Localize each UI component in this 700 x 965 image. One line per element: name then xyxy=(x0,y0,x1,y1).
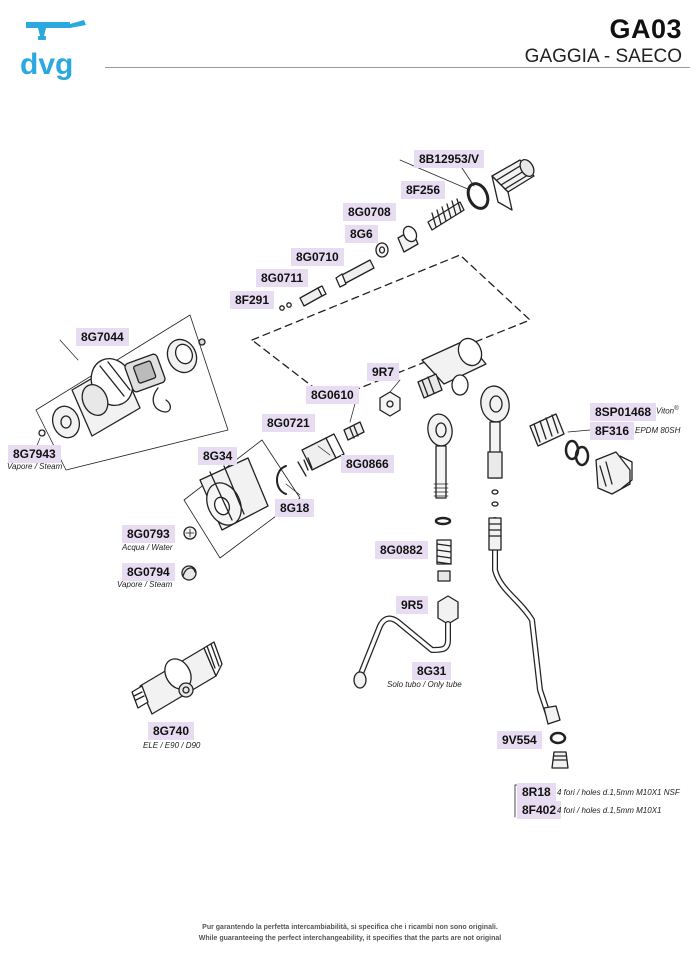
part-label-8g740: 8G740 xyxy=(148,722,195,740)
valve-body-8g740 xyxy=(131,641,223,715)
caption-8f402: 4 fori / holes d.1,5mm M10X1 xyxy=(557,806,662,815)
oring-right-1 xyxy=(491,489,499,495)
part-label-8g7044: 8G7044 xyxy=(76,328,129,346)
part-label-8g0711: 8G0711 xyxy=(256,269,309,287)
assembly-frame-dashed xyxy=(251,254,531,401)
oring-right-2 xyxy=(491,501,499,507)
footer-disclaimer-it: Pur garantendo la perfetta intercambiabi… xyxy=(202,924,498,931)
part-label-8g6: 8G6 xyxy=(345,225,378,243)
caption-8r18: 4 fori / holes d.1,5mm M10X1 NSF xyxy=(557,788,680,797)
part-label-8f316: 8F316 xyxy=(590,422,635,440)
part-label-8g18: 8G18 xyxy=(275,499,315,517)
footer-disclaimer-en: While guaranteeing the perfect interchan… xyxy=(198,935,502,942)
long-tube-top-nut xyxy=(488,517,502,551)
part-label-8g0882: 8G0882 xyxy=(375,541,428,559)
long-tube-bottom-nut xyxy=(543,705,561,725)
banjo-fitting-right xyxy=(480,385,510,479)
spring-clip xyxy=(152,387,172,413)
part-label-8sp01468: 8SP01468 xyxy=(590,403,657,421)
part-label-8f256: 8F256 xyxy=(401,181,446,199)
oring-8f291-b xyxy=(286,302,292,308)
jet-8r18 xyxy=(551,751,569,769)
logo-wordmark: dvg xyxy=(20,48,73,81)
part-label-8g7943: 8G7943 xyxy=(8,445,61,463)
dvg-logo: dvg xyxy=(20,20,86,81)
oring-8f316 xyxy=(574,445,590,467)
cylinder-knob-8g34 xyxy=(199,457,269,531)
knob-cap xyxy=(166,338,198,374)
part-label-8g0721: 8G0721 xyxy=(262,414,315,432)
spring-8f256 xyxy=(427,198,465,231)
nut-8g0721 xyxy=(297,433,345,477)
header-rule xyxy=(105,67,690,68)
cap-8g0794 xyxy=(181,565,197,581)
pin-8g0610 xyxy=(343,421,365,441)
caption-8sp01468: Viton® xyxy=(656,406,679,416)
nut-9r5 xyxy=(437,595,459,625)
oring-left-1 xyxy=(434,516,452,526)
plug-small xyxy=(437,570,451,582)
part-label-8g0710: 8G0710 xyxy=(291,248,344,266)
spring-8g0882 xyxy=(436,539,452,565)
fitting-8b12953v xyxy=(491,158,535,211)
knob-insert xyxy=(124,353,166,393)
spring-8sp01468-right xyxy=(529,413,565,447)
part-label-8g0708: 8G0708 xyxy=(343,203,396,221)
caption-8g0793: Acqua / Water xyxy=(122,543,173,552)
valve-stem-8g0711 xyxy=(299,285,327,307)
valve-plug-right xyxy=(595,451,633,495)
knob-indicator-8g7943 xyxy=(38,429,46,437)
caption-8f316: EPDM 80SH xyxy=(635,426,681,435)
caption-8g7943: Vapore / Steam xyxy=(7,462,63,471)
part-label-8r18: 8R18 xyxy=(517,783,556,801)
part-label-8g0794: 8G0794 xyxy=(122,563,175,581)
caption-8g31: Solo tubo / Only tube xyxy=(387,680,462,689)
part-label-8g0610: 8G0610 xyxy=(306,386,359,404)
part-label-9r5: 9R5 xyxy=(396,596,429,614)
model-code: GA03 xyxy=(609,14,682,44)
oring-9v554 xyxy=(549,731,567,745)
part-label-8g0866: 8G0866 xyxy=(341,455,394,473)
clip-8g18 xyxy=(276,465,287,495)
oring-8b12953v xyxy=(466,182,490,210)
part-label-8f291: 8F291 xyxy=(230,291,275,309)
part-label-8g0793: 8G0793 xyxy=(122,525,175,543)
part-label-8g34: 8G34 xyxy=(198,447,238,465)
part-label-8b12953v: 8B12953/V xyxy=(414,150,485,168)
bushing-8g0708 xyxy=(397,225,419,253)
knob-screw xyxy=(198,338,206,346)
knob-8g7044 xyxy=(71,358,141,437)
banjo-fitting-left xyxy=(427,413,453,499)
part-label-9v554: 9V554 xyxy=(497,731,542,749)
brand-name: GAGGIA - SAECO xyxy=(524,46,682,67)
knob-disc xyxy=(51,405,81,439)
hex-nut-9r7 xyxy=(379,391,401,417)
oring-8f291-a xyxy=(279,305,285,311)
washer-8g6 xyxy=(375,242,389,258)
cap-8g0793 xyxy=(183,526,197,540)
pin-8g0710 xyxy=(335,259,375,288)
tube-8g31-end xyxy=(353,671,367,689)
part-label-8g31: 8G31 xyxy=(412,662,452,680)
caption-8g740: ELE / E90 / D90 xyxy=(143,741,201,750)
part-label-8f402: 8F402 xyxy=(517,801,562,819)
part-label-9r7: 9R7 xyxy=(367,363,400,381)
tee-body-9r7 xyxy=(417,337,487,399)
caption-8g0794: Vapore / Steam xyxy=(117,580,173,589)
